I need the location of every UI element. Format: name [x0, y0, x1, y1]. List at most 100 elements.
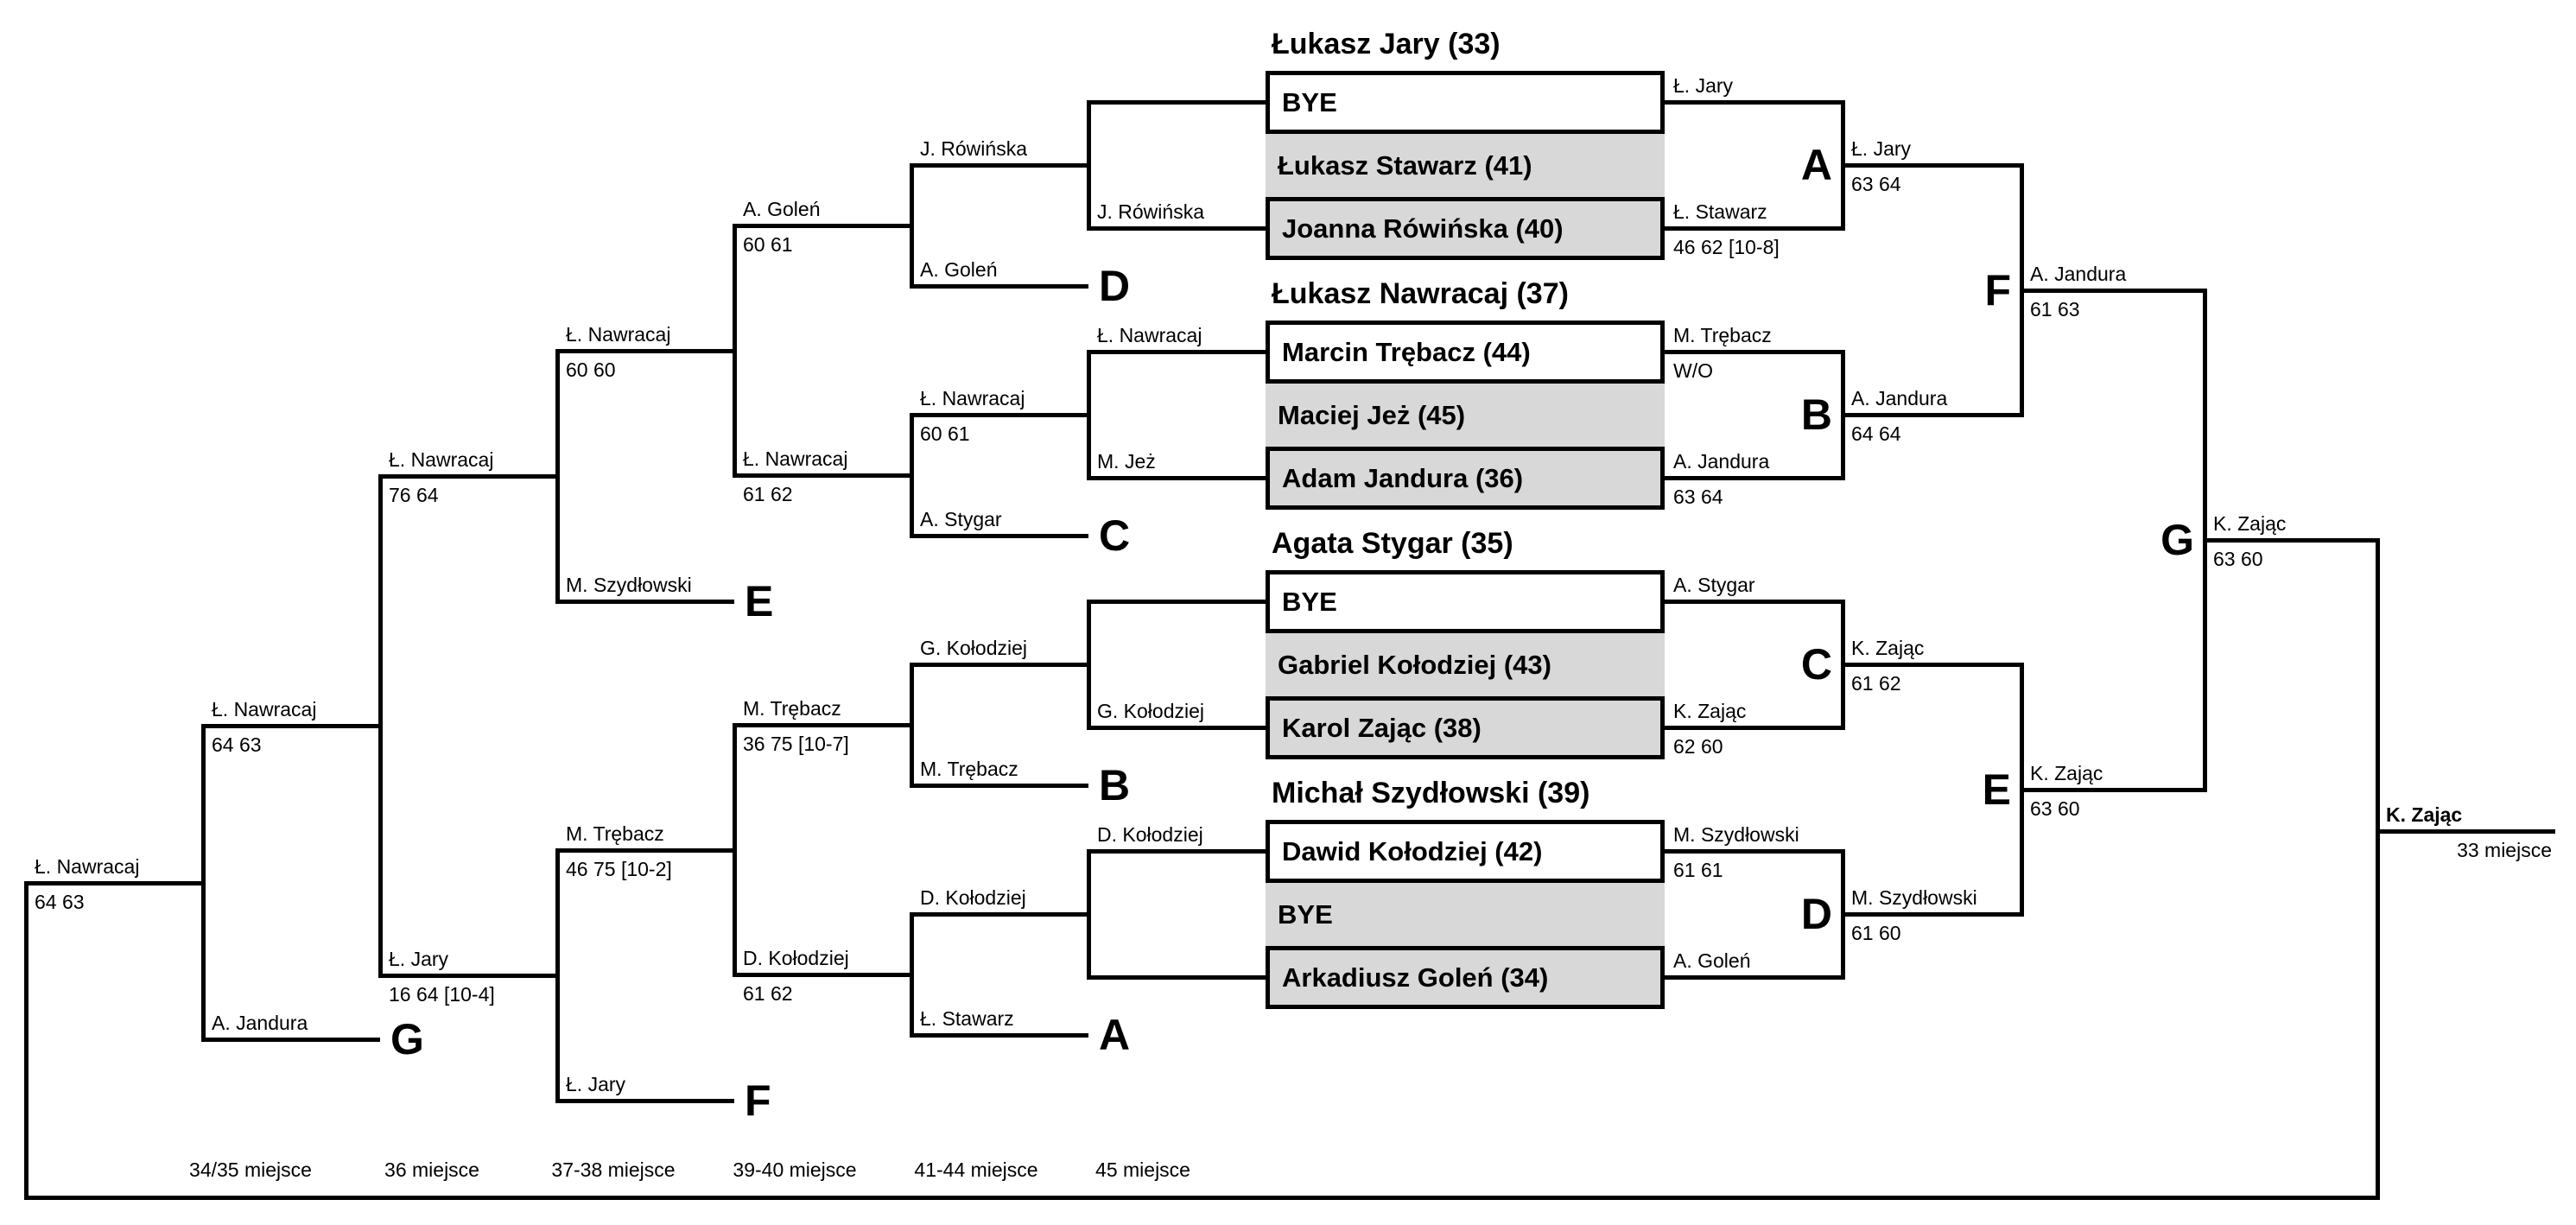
- winner-name-label: K. Zając: [2213, 512, 2287, 535]
- group-header: Agata Stygar (35): [1272, 527, 1513, 560]
- match-letter: G: [2160, 516, 2194, 564]
- winner-name-label: D. Kołodziej: [743, 947, 849, 969]
- bracket-line-h: [1088, 975, 1266, 980]
- bracket-line-h: [1843, 912, 2021, 917]
- bracket-line-v: [910, 163, 914, 289]
- winner-name-label: M. Trębacz: [1673, 324, 1772, 346]
- bracket-line-h: [1088, 476, 1266, 480]
- winner-name-label: Ł. Jary: [1851, 137, 1912, 160]
- bye-box: BYE: [1266, 883, 1665, 946]
- player-box: Łukasz Stawarz (41): [1266, 134, 1665, 197]
- match-letter: B: [1099, 761, 1131, 809]
- winner-name-label: Ł. Nawracaj: [920, 387, 1025, 409]
- player-box: Gabriel Kołodziej (43): [1266, 633, 1665, 696]
- player-box: Dawid Kołodziej (42): [1266, 820, 1665, 883]
- winner-name-label: Ł. Nawracaj: [389, 448, 494, 471]
- score-label: 61 61: [1673, 859, 1723, 881]
- winner-name-label: G. Kołodziej: [920, 637, 1028, 659]
- match-letter: C: [1800, 640, 1832, 689]
- winner-name-label: Ł. Nawracaj: [212, 698, 317, 720]
- score-label: 63 64: [1673, 486, 1723, 508]
- winner-name-label: A. Jandura: [212, 1012, 308, 1034]
- bracket-line-h: [203, 724, 380, 728]
- bracket-line-v: [1087, 600, 1091, 730]
- bracket-line-h: [734, 973, 911, 977]
- bracket-line-h: [1665, 975, 1843, 980]
- placement-label: 39-40 miejsce: [733, 1158, 857, 1181]
- winner-name-label: M. Trębacz: [743, 697, 841, 720]
- bracket-line-h: [1843, 413, 2021, 417]
- placement-label: 34/35 miejsce: [189, 1158, 312, 1181]
- winner-name-label: K. Zając: [2386, 803, 2463, 826]
- bracket-line-h: [1843, 163, 2021, 168]
- bracket-line-v: [910, 912, 914, 1038]
- match-letter: G: [390, 1015, 424, 1063]
- bracket-line-h: [911, 284, 1088, 289]
- score-label: 64 63: [212, 733, 262, 756]
- bracket-line-h: [911, 413, 1088, 417]
- winner-name-label: Ł. Jary: [1673, 74, 1734, 97]
- bracket-line-h: [2377, 829, 2555, 834]
- match-letter: E: [745, 577, 774, 625]
- player-box: Arkadiusz Goleń (34): [1266, 946, 1665, 1009]
- score-label: 62 60: [1673, 735, 1723, 758]
- bracket-line-h: [734, 723, 911, 727]
- bracket-line-h: [1088, 350, 1266, 354]
- match-letter: B: [1800, 390, 1832, 439]
- bracket-line-h: [1088, 100, 1266, 105]
- winner-name-label: A. Jandura: [2030, 263, 2127, 285]
- match-letter: A: [1099, 1011, 1131, 1059]
- winner-name-label: J. Rówińska: [920, 137, 1027, 160]
- winner-name-label: A. Jandura: [1851, 387, 1948, 409]
- bracket-line-h: [1665, 476, 1843, 480]
- bracket-line-h: [1665, 726, 1843, 730]
- player-box: Joanna Rówińska (40): [1266, 197, 1665, 260]
- score-label: 60 61: [743, 233, 793, 256]
- bracket-line-h: [557, 848, 734, 853]
- winner-name-label: M. Szydłowski: [1673, 823, 1799, 846]
- winner-name-label: M. Trębacz: [566, 822, 664, 845]
- score-label: 76 64: [389, 484, 439, 506]
- bracket-line-h: [557, 349, 734, 353]
- winner-name-label: M. Jeż: [1097, 450, 1156, 473]
- player-box: Maciej Jeż (45): [1266, 384, 1665, 447]
- match-letter: E: [1982, 765, 2011, 814]
- winner-name-label: G. Kołodziej: [1097, 700, 1205, 722]
- winner-name-label: Ł. Jary: [389, 948, 449, 970]
- match-letter: F: [745, 1076, 771, 1125]
- winner-name-label: Ł. Stawarz: [1673, 200, 1767, 223]
- bracket-line-h: [911, 163, 1088, 168]
- bracket-line-h: [1843, 663, 2021, 667]
- group-header: Łukasz Jary (33): [1272, 28, 1501, 60]
- bracket-line-h: [2021, 788, 2205, 792]
- winner-name-label: Ł. Jary: [566, 1073, 626, 1095]
- bracket-line-h: [911, 912, 1088, 917]
- winner-name-label: Ł. Nawracaj: [743, 447, 848, 470]
- bracket-line-h: [26, 1196, 2377, 1200]
- winner-name-label: K. Zając: [1673, 700, 1747, 722]
- winner-name-label: K. Zając: [2030, 762, 2103, 784]
- winner-name-label: D. Kołodziej: [920, 886, 1026, 909]
- bye-box: BYE: [1266, 71, 1665, 134]
- bracket-line-h: [380, 974, 557, 978]
- bracket-line-h: [557, 1099, 734, 1103]
- score-label: 63 60: [2213, 548, 2263, 570]
- bracket-line-v: [1087, 100, 1091, 231]
- winner-name-label: M. Szydłowski: [1851, 886, 1977, 909]
- winner-name-label: Ł. Nawracaj: [35, 855, 140, 878]
- winner-name-label: A. Goleń: [920, 258, 998, 281]
- score-label: 64 64: [1851, 422, 1901, 445]
- group-header: Michał Szydłowski (39): [1272, 777, 1590, 809]
- winner-name-label: K. Zając: [1851, 637, 1925, 659]
- placement-label: 45 miejsce: [1095, 1158, 1190, 1181]
- match-letter: D: [1099, 262, 1131, 310]
- score-label: 61 60: [1851, 922, 1901, 944]
- score-label: 64 63: [35, 891, 85, 913]
- bracket-line-v: [555, 848, 560, 1103]
- bye-box: BYE: [1266, 570, 1665, 633]
- winner-name-label: D. Kołodziej: [1097, 823, 1203, 846]
- bracket-line-h: [911, 1033, 1088, 1038]
- placement-label: 41-44 miejsce: [914, 1158, 1038, 1181]
- bracket-line-v: [1087, 350, 1091, 480]
- score-label: 61 62: [1851, 672, 1901, 695]
